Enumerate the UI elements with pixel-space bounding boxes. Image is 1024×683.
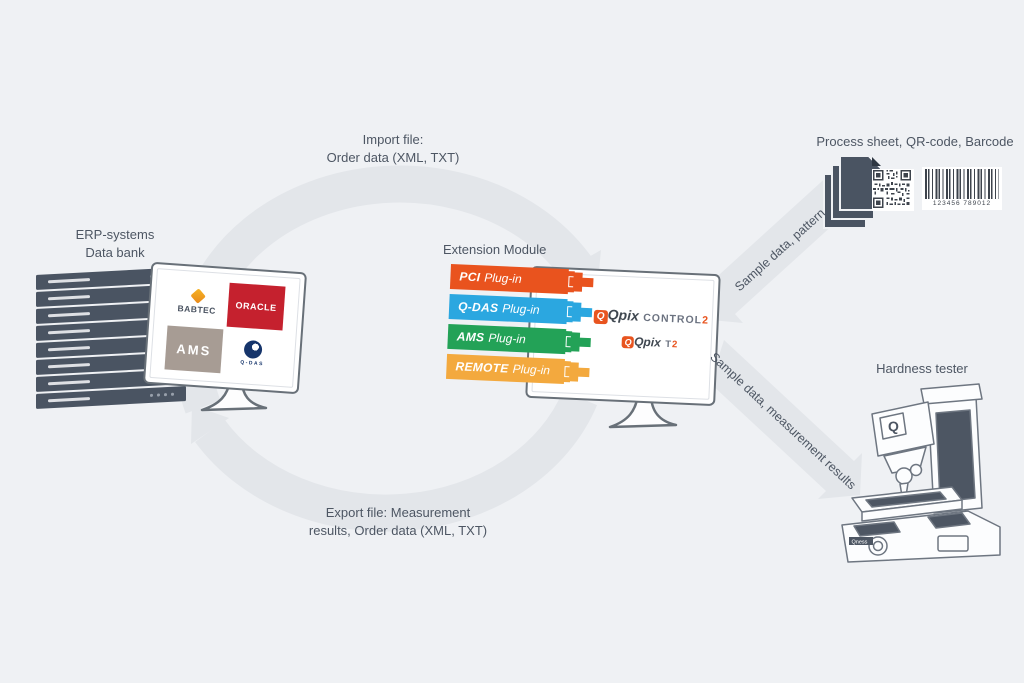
erp-monitor-screen: BABTEC ORACLE AMS Q-DAS: [149, 268, 301, 388]
tester-head-logo: Q: [888, 418, 899, 434]
extension-module-label: Extension Module: [443, 242, 547, 257]
logo-qdas: Q-DAS: [223, 329, 283, 378]
tester-brand-label: Qness: [852, 540, 868, 546]
barcode-bars: [925, 169, 999, 199]
logo-babtec: BABTEC: [167, 278, 227, 327]
babtec-icon: [189, 288, 206, 304]
barcode: 123456 789012: [922, 167, 1002, 210]
erp-monitor: BABTEC ORACLE AMS Q-DAS: [142, 261, 308, 395]
erp-logo-grid: BABTEC ORACLE AMS Q-DAS: [164, 278, 286, 378]
import-file-label: Import file:Order data (XML, TXT): [326, 132, 460, 165]
export-arc-arrowhead: [191, 405, 229, 444]
logo-ams: AMS: [164, 325, 224, 374]
qpix-q-icon: Q: [621, 335, 635, 349]
hardness-tester-label: Hardness tester: [876, 361, 968, 376]
barcode-digits: 123456 789012: [932, 200, 992, 207]
logo-oracle: ORACLE: [226, 282, 286, 331]
qr-code: [872, 169, 914, 211]
process-sheet-label: Process sheet, QR-code, Barcode: [816, 134, 1014, 149]
sample-results-band: [696, 340, 862, 499]
folded-corner: [872, 157, 881, 166]
qdas-icon: [243, 339, 263, 360]
process-sheet-stack: [823, 155, 893, 231]
hardness-tester-illustration: Q Qness: [841, 383, 1001, 563]
export-arc: [195, 390, 598, 532]
